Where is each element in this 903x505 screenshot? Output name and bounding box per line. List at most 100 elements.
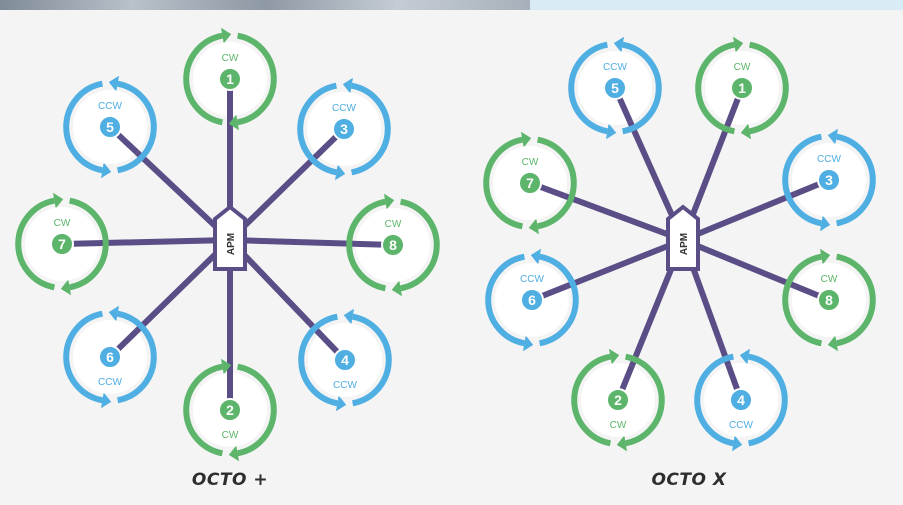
rotation-arrow-icon <box>521 131 532 148</box>
rotation-ring <box>297 77 391 181</box>
motor-number: 7 <box>526 175 534 191</box>
rotation-ring <box>63 75 157 179</box>
rotation-ring <box>782 248 876 352</box>
motor-7: 7 CW <box>15 192 109 296</box>
motor-number: 7 <box>58 236 66 252</box>
rotation-arrow-icon <box>335 164 346 181</box>
motor-number: 3 <box>825 172 833 188</box>
rotation-arrow-icon <box>108 305 119 322</box>
rotation-ring <box>485 248 579 352</box>
rotation-arrow-icon <box>530 248 541 265</box>
motor-number: 8 <box>389 237 397 253</box>
motor-number-badge <box>98 345 122 369</box>
motor-number-badge <box>218 398 242 422</box>
rotation-arrow-icon <box>228 445 239 462</box>
rotation-arrow-icon <box>616 435 627 452</box>
rotation-arrow-icon <box>613 36 624 53</box>
apm-controller: APM <box>666 204 700 271</box>
motor-5: 5 CCW <box>63 75 157 179</box>
rotation-arrow-icon <box>609 348 620 365</box>
rotation-arrow-icon <box>733 36 744 53</box>
motor-number: 5 <box>106 119 114 135</box>
rotation-arrow-icon <box>228 114 239 131</box>
motor-number: 4 <box>341 352 349 368</box>
rotation-arrow-icon <box>336 395 347 412</box>
motor-number-badge <box>98 115 122 139</box>
motor-number-badge <box>333 348 357 372</box>
rotation-arrow-icon <box>739 348 750 365</box>
motor-number: 6 <box>528 292 536 308</box>
rotation-direction-label: CW <box>222 53 239 64</box>
rotation-direction-label: CCW <box>333 380 357 391</box>
motor-number: 3 <box>340 121 348 137</box>
motor-1: 1 CW <box>695 36 789 140</box>
rotation-arrow-icon <box>391 280 402 297</box>
motor-number: 5 <box>611 80 619 96</box>
rotation-ring <box>782 128 876 232</box>
apm-controller: APM <box>213 204 247 271</box>
controller-label: APM <box>226 233 237 255</box>
motor-8: 8 CW <box>782 248 876 352</box>
motor-number: 2 <box>226 402 234 418</box>
rotation-arrow-icon <box>101 392 112 409</box>
motor-6: 6 CCW <box>485 248 579 352</box>
motor-number-badge <box>332 117 356 141</box>
rotation-direction-label: CCW <box>520 274 544 285</box>
rotation-direction-label: CCW <box>98 377 122 388</box>
motor-number: 4 <box>737 392 745 408</box>
rotation-ring <box>571 348 665 452</box>
rotation-direction-label: CW <box>522 157 539 168</box>
motor-number-badge <box>50 232 74 256</box>
rotation-direction-label: CCW <box>603 62 627 73</box>
rotation-direction-label: CW <box>821 274 838 285</box>
motor-5: 5 CCW <box>568 36 662 140</box>
rotation-arrow-icon <box>606 123 617 140</box>
rotation-arrow-icon <box>523 335 534 352</box>
motor-number: 6 <box>106 349 114 365</box>
rotation-ring <box>346 193 440 297</box>
banner-strip <box>530 0 903 10</box>
rotation-direction-label: CCW <box>729 420 753 431</box>
rotation-arrow-icon <box>820 215 831 232</box>
rotation-arrow-icon <box>384 193 395 210</box>
rotation-arrow-icon <box>101 162 112 179</box>
rotation-arrow-icon <box>221 358 232 375</box>
motor-2: 2CW <box>571 348 665 452</box>
motor-number-badge <box>817 288 841 312</box>
motor-number: 8 <box>825 292 833 308</box>
rotation-ring <box>15 192 109 296</box>
motor-number-badge <box>729 388 753 412</box>
rotation-direction-label: CCW <box>332 103 356 114</box>
motor-number-badge <box>603 76 627 100</box>
motor-number: 1 <box>738 80 746 96</box>
motor-2: 2CW <box>183 358 277 462</box>
controller-arrow-icon <box>213 204 247 271</box>
rotation-ring <box>568 36 662 140</box>
rotation-ring <box>183 27 277 131</box>
rotation-arrow-icon <box>827 128 838 145</box>
rotation-arrow-icon <box>732 435 743 452</box>
motor-number-badge <box>520 288 544 312</box>
rotation-ring <box>695 36 789 140</box>
motor-7: 7 CW <box>483 131 577 235</box>
rotation-direction-label: CW <box>734 62 751 73</box>
motor-1: 1CW <box>183 27 277 131</box>
motor-number-badge <box>381 233 405 257</box>
motor-number-badge <box>518 171 542 195</box>
motor-number-badge <box>817 168 841 192</box>
controller-arrow-icon <box>666 204 700 271</box>
rotation-arrow-icon <box>221 27 232 44</box>
rotation-ring <box>694 348 788 452</box>
rotation-direction-label: CCW <box>98 101 122 112</box>
rotation-direction-label: CW <box>54 218 71 229</box>
motor-8: 8CW <box>346 193 440 297</box>
rotation-arrow-icon <box>108 75 119 92</box>
rotation-ring <box>63 305 157 409</box>
